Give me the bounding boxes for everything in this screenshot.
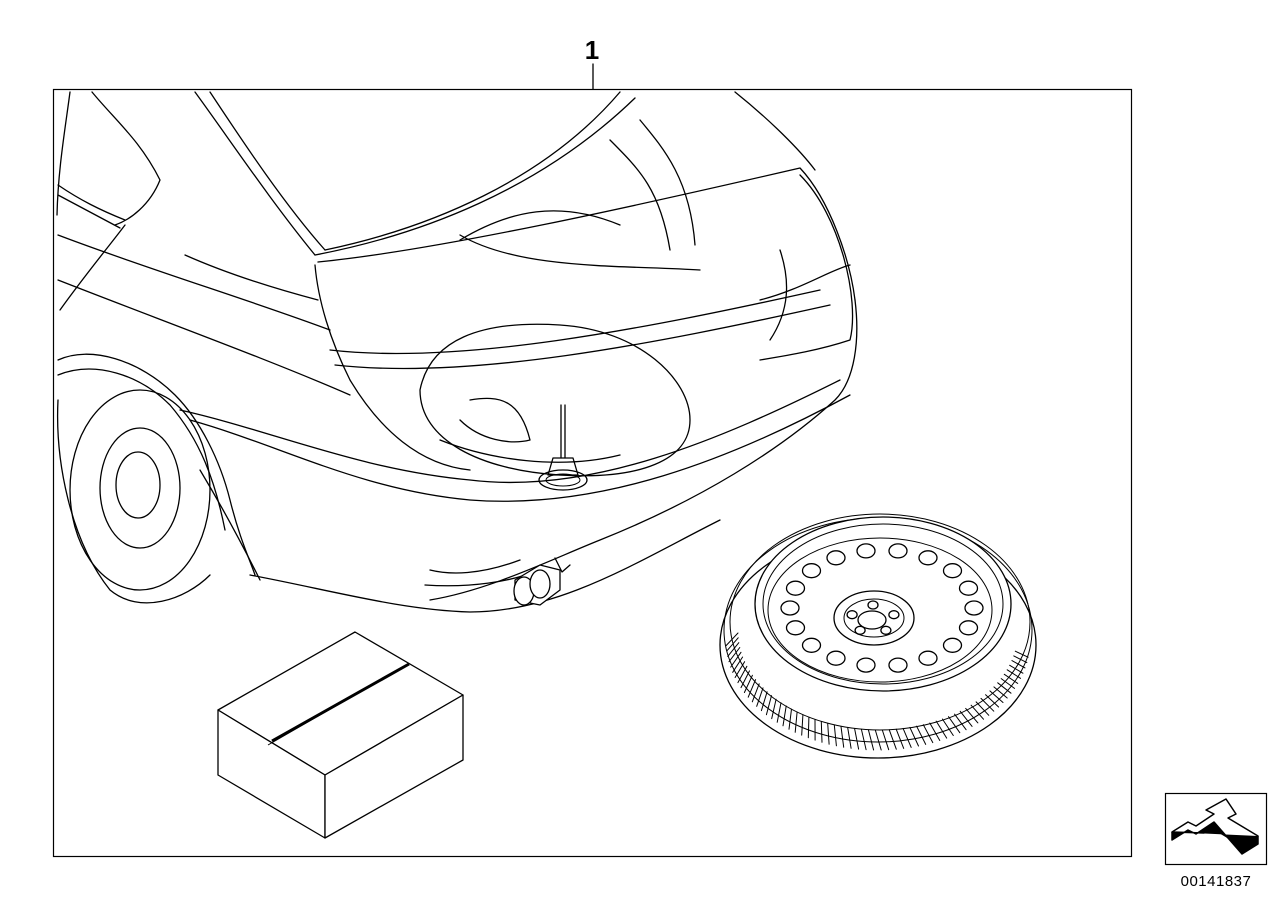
wheel-hole <box>826 650 846 666</box>
diagram-reference-id: 00141837 <box>1181 873 1252 890</box>
tread-mark <box>776 702 782 723</box>
tread-mark <box>794 711 798 733</box>
wheel-hole <box>826 550 846 566</box>
tread-mark <box>740 670 750 689</box>
tread-mark <box>867 729 875 751</box>
tread-mark <box>874 729 882 751</box>
tread-mark <box>820 721 823 743</box>
tread-mark <box>747 679 757 698</box>
tread-mark <box>959 710 973 727</box>
wheel-hole <box>958 620 979 636</box>
tread-mark <box>1009 664 1024 674</box>
tread-mark <box>734 661 746 678</box>
wheel-hole <box>888 657 908 673</box>
tread-mark <box>801 714 804 736</box>
tread-mark <box>895 728 905 749</box>
tread-mark <box>948 716 961 734</box>
kit-box-illustration <box>217 631 464 839</box>
wheel-hole <box>918 550 938 566</box>
tread-mark <box>980 697 995 712</box>
diagram-frame <box>52 88 1133 858</box>
lug-nut <box>854 625 866 635</box>
wheel-hole <box>942 563 963 579</box>
tread-mark <box>751 683 760 703</box>
tread-mark <box>807 716 810 739</box>
tread-mark <box>827 723 830 745</box>
tread-mark <box>941 718 954 736</box>
tread-mark <box>840 726 845 748</box>
tread-mark <box>1000 678 1015 689</box>
orientation-arrow-box <box>1164 792 1268 866</box>
wheel-hole <box>918 650 938 666</box>
tread-mark <box>1006 669 1021 679</box>
tread-mark <box>730 651 742 668</box>
tread-mark <box>929 722 941 741</box>
lug-nut <box>867 600 879 610</box>
wheel-hole <box>801 563 822 579</box>
vehicle-rear-illustration <box>56 91 858 613</box>
tread-mark <box>782 705 787 727</box>
wheel-hole <box>856 543 876 559</box>
part-callout-label[interactable]: 1 <box>585 35 599 65</box>
tread-mark <box>902 727 912 748</box>
spare-wheel-illustration <box>719 513 1037 759</box>
tread-mark <box>954 713 967 731</box>
tread-mark <box>756 687 764 707</box>
tread-mark <box>833 724 837 747</box>
lug-nut <box>888 610 900 620</box>
tread-mark <box>1013 655 1028 664</box>
tread-mark <box>860 728 867 751</box>
tread-mark <box>975 701 990 716</box>
tread-mark <box>847 727 852 749</box>
tread-mark <box>985 694 1000 708</box>
tread-mark <box>737 665 748 684</box>
tread-mark <box>888 729 897 750</box>
tread-mark <box>970 704 984 720</box>
tread-mark <box>1011 660 1026 669</box>
wheel-hole <box>856 657 876 673</box>
arrow-icon <box>1171 798 1259 855</box>
lug-nut <box>846 610 858 620</box>
wheel-hole <box>888 543 908 559</box>
wheel-hole <box>785 580 806 596</box>
tread-mark <box>989 690 1004 703</box>
tread-mark <box>760 691 768 712</box>
tread-mark <box>728 647 741 663</box>
wheel-hole <box>958 580 979 596</box>
wheel-hole <box>785 620 806 636</box>
tread-mark <box>1003 673 1019 684</box>
tread-mark <box>726 637 739 652</box>
tread-mark <box>965 707 979 724</box>
wheel-hole <box>942 637 963 653</box>
tread-mark <box>997 682 1012 694</box>
wheel-hole <box>801 637 822 653</box>
tread-mark <box>727 642 740 657</box>
tread-mark <box>922 724 934 744</box>
tread-mark <box>916 725 927 745</box>
tread-mark <box>788 708 792 730</box>
tread-mark <box>881 729 890 751</box>
tread-mark <box>854 728 860 750</box>
tread-mark <box>732 656 744 673</box>
tread-mark <box>1014 650 1029 658</box>
tread-mark <box>909 726 919 747</box>
lug-nut <box>880 625 892 635</box>
tread-mark <box>993 686 1008 699</box>
tread-mark <box>725 632 739 646</box>
wheel-hole <box>964 600 984 616</box>
tread-mark <box>765 695 772 716</box>
tread-mark <box>935 720 948 739</box>
tread-mark <box>743 674 753 693</box>
wheel-hole <box>780 600 800 616</box>
tread-mark <box>771 698 777 720</box>
